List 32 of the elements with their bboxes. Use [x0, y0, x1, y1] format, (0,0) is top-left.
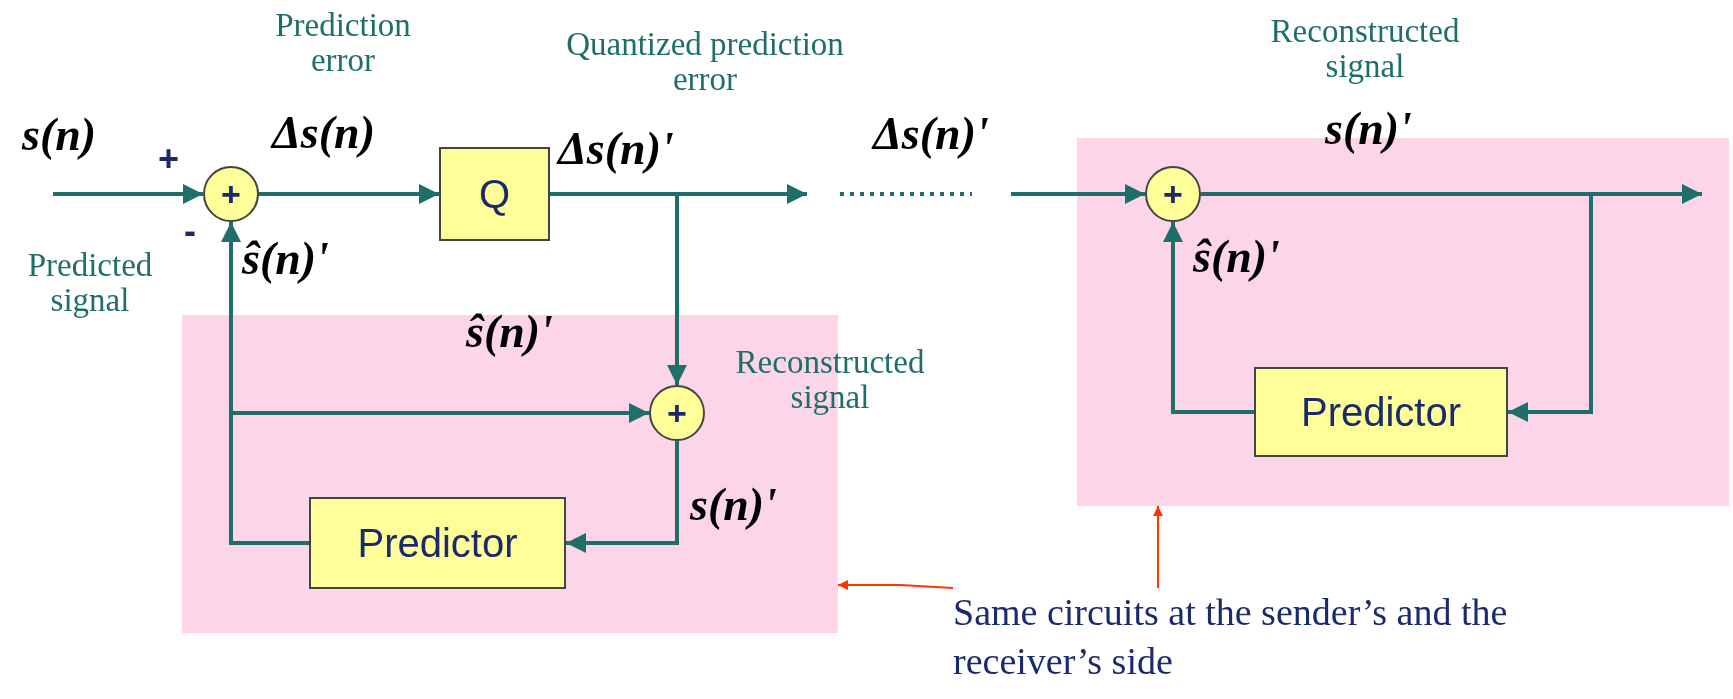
predictor-box: Predictor — [1254, 367, 1508, 457]
signal-label: ŝ(n)' — [242, 232, 329, 285]
note-text: Same circuits at the sender’s and the receiver’s side — [953, 588, 1513, 698]
quantizer-box: Q — [439, 147, 550, 241]
predictor-box: Predictor — [309, 497, 566, 589]
signal-label: Δs(n) — [272, 106, 375, 159]
signal-label: Δs(n)' — [558, 122, 674, 175]
arrow — [550, 192, 687, 385]
signal-label: ŝ(n)' — [1193, 230, 1280, 283]
leader-arrow — [1153, 505, 1163, 589]
arrow — [259, 184, 439, 204]
signal-label: ŝ(n)' — [466, 305, 553, 358]
arrow — [1163, 222, 1254, 414]
summing-junction: + — [1145, 166, 1201, 222]
plus-sign: + — [158, 138, 180, 180]
caption-text: Reconstructed signal — [1269, 14, 1461, 84]
minus-sign: - — [184, 210, 196, 252]
signal-label: Δs(n)' — [873, 107, 989, 160]
arrow — [229, 403, 649, 545]
summing-junction: + — [203, 166, 259, 222]
caption-text: Predicted signal — [26, 248, 154, 318]
arrow — [566, 441, 679, 553]
arrow — [53, 184, 203, 204]
signal-label: s(n)' — [1325, 102, 1412, 155]
summing-junction: + — [649, 385, 705, 441]
annotation-text: Prediction error — [274, 8, 412, 78]
caption-text: Quantized prediction error — [565, 27, 845, 97]
arrow — [1011, 184, 1145, 204]
caption-text: Reconstructed signal — [734, 345, 926, 415]
signal-label: s(n) — [22, 108, 97, 161]
signal-label: s(n)' — [690, 478, 777, 531]
leader-arrow — [837, 580, 954, 590]
